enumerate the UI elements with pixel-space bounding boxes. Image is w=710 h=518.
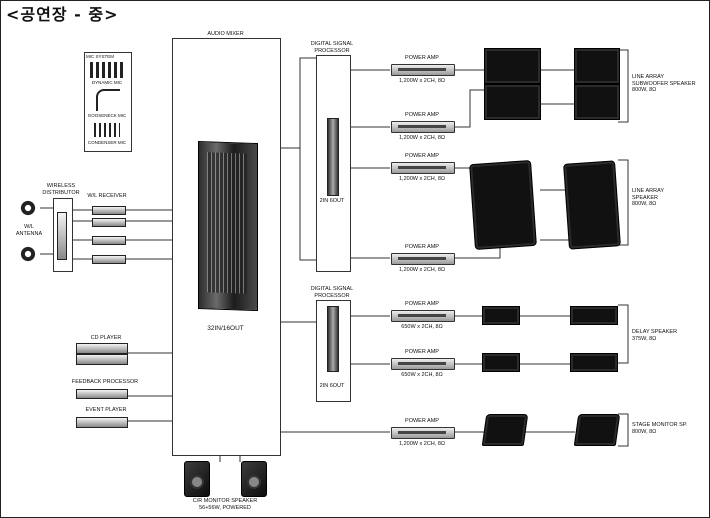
dynamic-mic-icon <box>90 62 126 78</box>
gooseneck-mic-label: GOOSENECK MIC <box>87 113 127 118</box>
condenser-mic-icon <box>94 123 120 137</box>
subwoofer-right-top <box>574 48 620 84</box>
amp-4-label: POWER AMP <box>405 244 439 250</box>
cd-player-unit-1 <box>76 343 128 354</box>
subwoofer-left-top <box>484 48 541 84</box>
event-player-unit <box>76 417 128 428</box>
amp-4 <box>391 253 455 265</box>
amp-7 <box>391 427 455 439</box>
stage-monitor-1 <box>481 414 529 446</box>
dsp-2-unit <box>327 306 339 372</box>
amp-3 <box>391 162 455 174</box>
wireless-receiver-label: W/L RECEIVER <box>87 193 127 199</box>
wireless-antenna-2-icon <box>20 246 36 262</box>
wireless-antenna-1-icon <box>20 200 36 216</box>
line-array-left <box>469 159 537 251</box>
dsp-2-io: 2IN 6OUT <box>319 383 345 389</box>
mic-system-label: MIC SYSTEM <box>86 54 115 59</box>
subwoofer-right-bottom <box>574 84 620 120</box>
dsp-1-unit <box>327 118 339 196</box>
cd-player-label: CD PLAYER <box>90 335 122 341</box>
wireless-distributor-unit <box>57 212 67 260</box>
amp-6-spec: 650W x 2CH, 8Ω <box>401 372 443 378</box>
feedback-processor-label: FEEDBACK PROCESSOR <box>71 379 139 385</box>
amp-1-label: POWER AMP <box>405 55 439 61</box>
amp-7-spec: 1,200W x 2CH, 8Ω <box>399 441 445 447</box>
wireless-receiver-4 <box>92 255 126 264</box>
amp-3-label: POWER AMP <box>405 153 439 159</box>
amp-3-spec: 1,200W x 2CH, 8Ω <box>399 176 445 182</box>
dsp-2-label: DIGITAL SIGNAL PROCESSOR <box>310 286 354 299</box>
cr-monitor-right <box>241 461 267 497</box>
cr-monitor-left <box>184 461 210 497</box>
subwoofer-label: LINE ARRAY SUBWOOFER SPEAKER 800W, 8Ω <box>632 74 696 93</box>
amp-1 <box>391 64 455 76</box>
dynamic-mic-label: DYNAMIC MIC <box>91 80 123 85</box>
feedback-processor-unit <box>76 389 128 399</box>
delay-speaker-3 <box>482 353 520 372</box>
amp-2-label: POWER AMP <box>405 112 439 118</box>
mixer-io-label: 32IN/16OUT <box>207 325 244 332</box>
amp-2 <box>391 121 455 133</box>
mixer-label: AUDIO MIXER <box>207 31 244 37</box>
subwoofer-left-bottom <box>484 84 541 120</box>
amp-5-spec: 650W x 2CH, 8Ω <box>401 324 443 330</box>
dsp-1-io: 2IN 6OUT <box>319 198 345 204</box>
wireless-antenna-label: W/L ANTENNA <box>15 224 43 237</box>
delay-speaker-4 <box>570 353 618 372</box>
delay-speaker-label: DELAY SPEAKER 375W, 8Ω <box>632 329 678 342</box>
stage-monitor-label: STAGE MONITOR SP. 800W, 8Ω <box>632 422 688 435</box>
event-player-label: EVENT PLAYER <box>85 407 127 413</box>
amp-2-spec: 1,200W x 2CH, 8Ω <box>399 135 445 141</box>
dsp-1-label: DIGITAL SIGNAL PROCESSOR <box>310 41 354 54</box>
amp-5-label: POWER AMP <box>405 301 439 307</box>
stage-monitor-2 <box>573 414 621 446</box>
wireless-distributor-label: WIRELESS DISTRIBUTOR <box>42 183 80 196</box>
amp-6 <box>391 358 455 370</box>
amp-4-spec: 1,200W x 2CH, 8Ω <box>399 267 445 273</box>
gooseneck-mic-icon <box>96 89 120 111</box>
amp-6-label: POWER AMP <box>405 349 439 355</box>
wireless-receiver-3 <box>92 236 126 245</box>
condenser-mic-label: CONDENSER MIC <box>87 140 127 145</box>
amp-5 <box>391 310 455 322</box>
amp-1-spec: 1,200W x 2CH, 8Ω <box>399 78 445 84</box>
line-array-right <box>563 160 621 250</box>
amp-7-label: POWER AMP <box>405 418 439 424</box>
wireless-receiver-2 <box>92 218 126 227</box>
mixer-console <box>198 140 258 312</box>
diagram-title: <공연장 - 중> <box>6 5 119 24</box>
wireless-receiver-1 <box>92 206 126 215</box>
delay-speaker-2 <box>570 306 618 325</box>
cr-monitor-label: C/R MONITOR SPEAKER 56+56W, POWERED <box>192 498 258 511</box>
cd-player-unit-2 <box>76 354 128 365</box>
line-array-label: LINE ARRAY SPEAKER 800W, 8Ω <box>632 188 664 207</box>
delay-speaker-1 <box>482 306 520 325</box>
